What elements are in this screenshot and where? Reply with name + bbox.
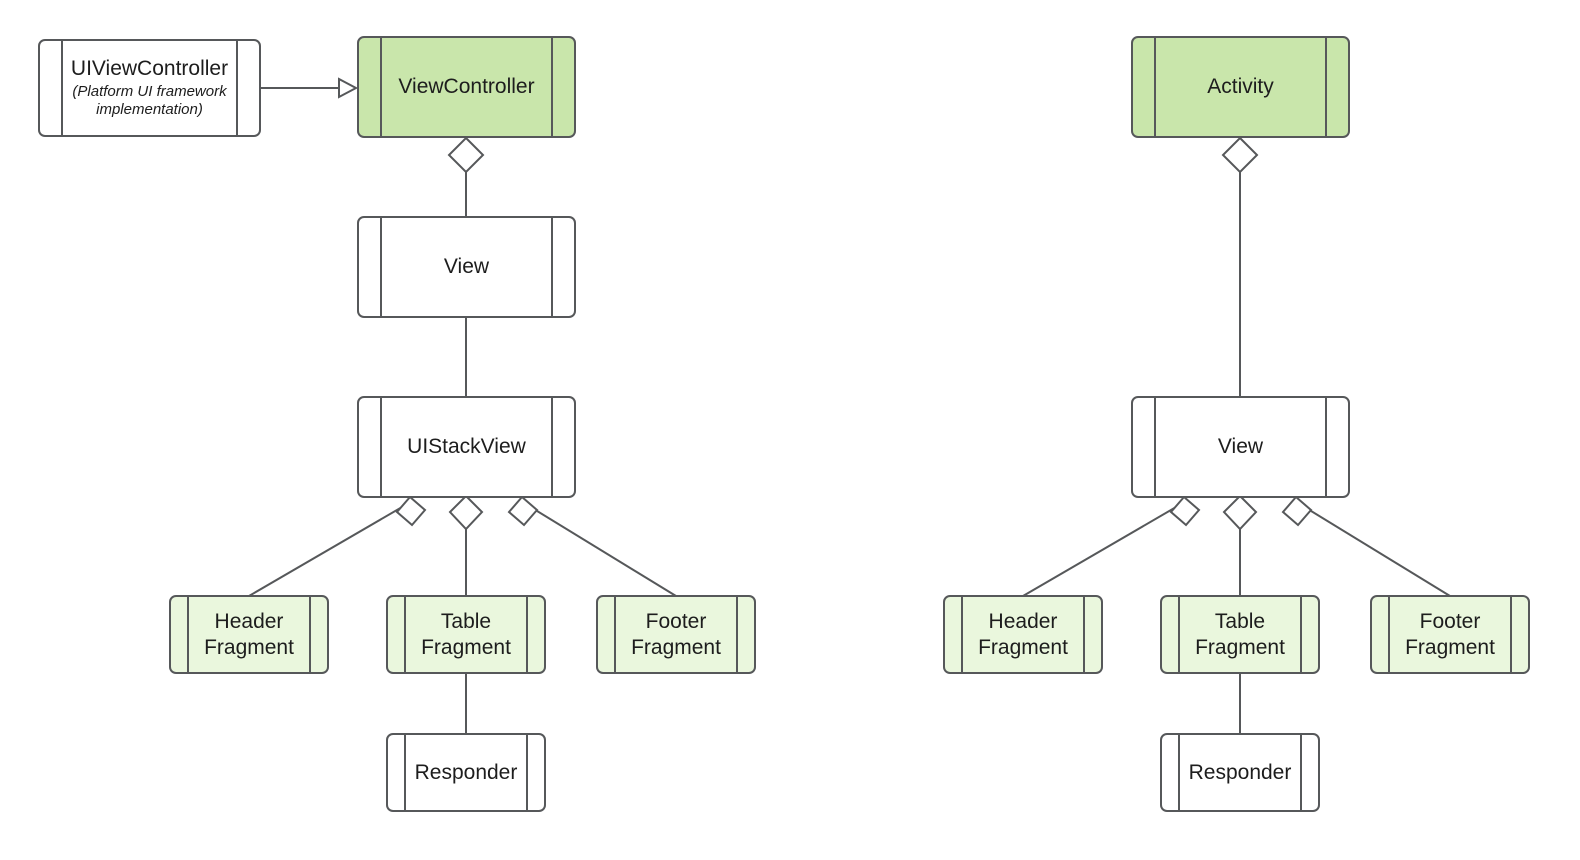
edge-view-to-header-fragment xyxy=(1022,495,1201,597)
node-responder-android-title: Responder xyxy=(1188,760,1292,784)
node-uiviewcontroller[interactable]: UIViewController (Platform UI framework … xyxy=(38,39,261,137)
node-uistackview[interactable]: UIStackView xyxy=(357,396,576,498)
node-header-fragment-ios[interactable]: Header Fragment xyxy=(169,595,329,674)
edge-uiviewcontroller-to-viewcontroller xyxy=(261,77,359,99)
edge-view-to-table-fragment xyxy=(1222,494,1258,596)
node-table-fragment-android[interactable]: Table Fragment xyxy=(1160,595,1320,674)
edge-uistackview-to-table-fragment xyxy=(448,494,484,596)
node-view-android[interactable]: View xyxy=(1131,396,1350,498)
node-footer-fragment-ios-title: Footer Fragment xyxy=(631,609,721,659)
node-viewcontroller[interactable]: ViewController xyxy=(357,36,576,138)
node-view-ios-title: View xyxy=(443,255,490,279)
edge-viewcontroller-to-view xyxy=(447,136,485,216)
node-uistackview-title: UIStackView xyxy=(407,435,526,459)
node-header-fragment-ios-title: Header Fragment xyxy=(204,609,294,659)
node-table-fragment-ios[interactable]: Table Fragment xyxy=(386,595,546,674)
node-footer-fragment-android-title: Footer Fragment xyxy=(1405,609,1495,659)
node-table-fragment-ios-title: Table Fragment xyxy=(421,609,511,659)
node-activity-title: Activity xyxy=(1207,75,1274,99)
node-uiviewcontroller-label: UIViewController (Platform UI framework … xyxy=(40,56,259,120)
edge-uistackview-to-footer-fragment xyxy=(507,495,677,597)
node-header-fragment-android[interactable]: Header Fragment xyxy=(943,595,1103,674)
node-responder-android[interactable]: Responder xyxy=(1160,733,1320,812)
edge-activity-to-view xyxy=(1221,136,1259,397)
node-view-ios[interactable]: View xyxy=(357,216,576,318)
node-activity[interactable]: Activity xyxy=(1131,36,1350,138)
node-responder-ios-title: Responder xyxy=(414,760,518,784)
node-footer-fragment-android[interactable]: Footer Fragment xyxy=(1370,595,1530,674)
node-footer-fragment-ios[interactable]: Footer Fragment xyxy=(596,595,756,674)
node-uiviewcontroller-title: UIViewController xyxy=(70,56,229,80)
node-view-android-title: View xyxy=(1217,435,1264,459)
node-viewcontroller-title: ViewController xyxy=(398,75,535,99)
edge-uistackview-to-header-fragment xyxy=(248,495,427,597)
node-header-fragment-android-title: Header Fragment xyxy=(978,609,1068,659)
node-responder-ios[interactable]: Responder xyxy=(386,733,546,812)
edge-view-to-footer-fragment xyxy=(1281,495,1451,597)
node-table-fragment-android-title: Table Fragment xyxy=(1195,609,1285,659)
node-uiviewcontroller-subtitle: (Platform UI framework implementation) xyxy=(72,82,227,119)
